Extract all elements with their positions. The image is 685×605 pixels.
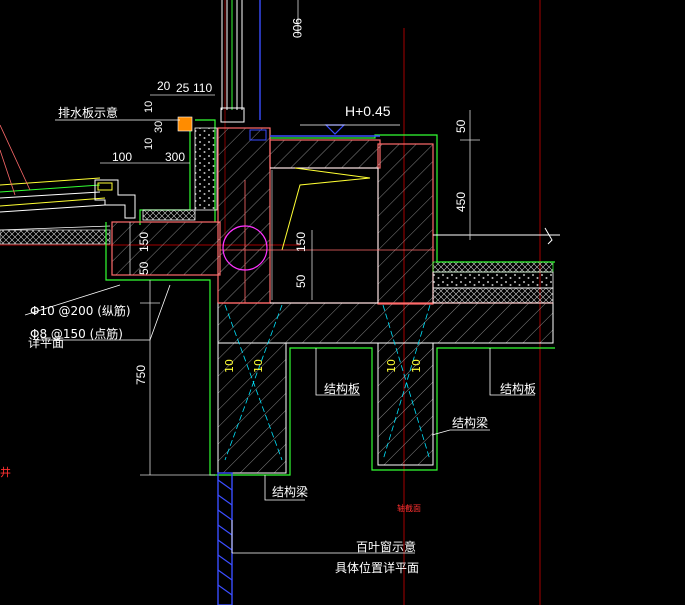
louver-label-2: 具体位置详平面	[335, 560, 419, 575]
elevation-marker	[249, 124, 400, 141]
concrete-upper-wall	[111, 127, 434, 305]
struct-beam-label-2: 结构梁	[272, 484, 308, 499]
struct-beam-label-1: 结构梁	[452, 415, 488, 430]
left-glass-canopy	[0, 124, 136, 245]
rebar-mark-2: 10	[252, 359, 265, 373]
dim-900: 900	[290, 18, 304, 38]
struct-slab-label-1: 结构板	[324, 381, 360, 396]
dim-50-right: 50	[454, 119, 468, 133]
struct-slab-label-2: 结构板	[500, 381, 536, 396]
window-frame	[220, 0, 261, 123]
dim-20: 20	[157, 79, 171, 93]
louver-label-1: 百叶窗示意	[356, 539, 416, 554]
dim-50-mid: 50	[294, 274, 308, 288]
dim-25: 25	[176, 81, 190, 95]
dim-10b: 10	[143, 138, 155, 150]
dim-30: 30	[153, 121, 165, 133]
dim-150-mid: 150	[294, 232, 308, 252]
dim-450: 450	[454, 192, 468, 212]
dim-100: 100	[112, 150, 132, 164]
see-plan-label: 详平面	[28, 335, 64, 350]
rebar-mark-3: 10	[385, 359, 398, 373]
drain-plate	[55, 116, 193, 132]
dim-110: 110	[193, 81, 212, 95]
axis-note-label: 轴截面	[397, 503, 421, 513]
inner-opening	[220, 167, 435, 304]
dim-300: 300	[165, 150, 185, 164]
rebar-mark-1: 10	[223, 359, 236, 373]
dim-10a: 10	[143, 101, 155, 113]
rebar-long-label: Φ10 @200 (纵筋)	[30, 303, 131, 318]
dim-750: 750	[134, 365, 148, 385]
dimension-lines	[100, 0, 480, 476]
dim-150-left: 150	[137, 232, 151, 252]
rebar-point-label: Φ8 @150 (点筋)	[30, 326, 123, 341]
leader-lines	[24, 284, 535, 501]
edge-left-label: 井	[0, 465, 11, 479]
dim-50-left: 50	[137, 261, 151, 275]
elevation-label: H+0.45	[345, 103, 391, 119]
rebar-mark-4: 10	[410, 359, 423, 373]
louver	[217, 472, 415, 605]
floor-finish-right	[432, 227, 560, 304]
drain-plate-label: 排水板示意	[58, 105, 118, 120]
concrete-lower	[217, 302, 554, 474]
